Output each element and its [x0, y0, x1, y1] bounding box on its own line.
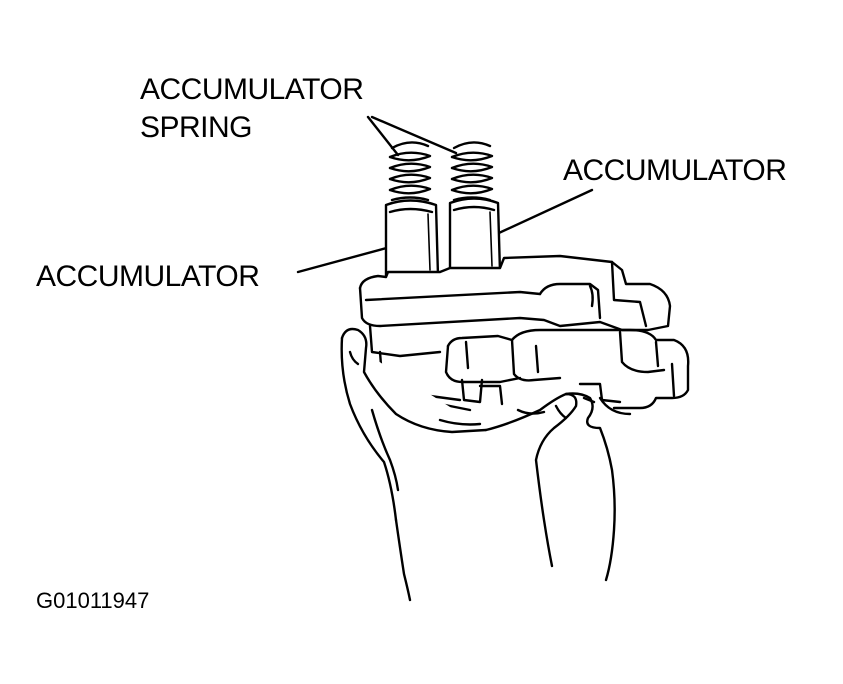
left-accumulator-piston [384, 199, 440, 280]
leader-lines [296, 115, 594, 274]
right-accumulator-spring [450, 141, 494, 202]
right-accumulator-piston [448, 197, 502, 276]
accumulator-spring-label-line2: SPRING [140, 111, 253, 144]
left-accumulator-spring [388, 141, 432, 202]
figure-code: G01011947 [36, 588, 150, 613]
accumulator-right-leader [486, 188, 594, 240]
accumulator-right-label: ACCUMULATOR [563, 154, 787, 187]
spring-leader-right [370, 115, 458, 155]
valve-body [358, 254, 690, 416]
accumulator-left-label: ACCUMULATOR [36, 260, 260, 293]
holding-hands [340, 327, 616, 602]
accumulator-spring-label-line1: ACCUMULATOR [140, 73, 364, 106]
